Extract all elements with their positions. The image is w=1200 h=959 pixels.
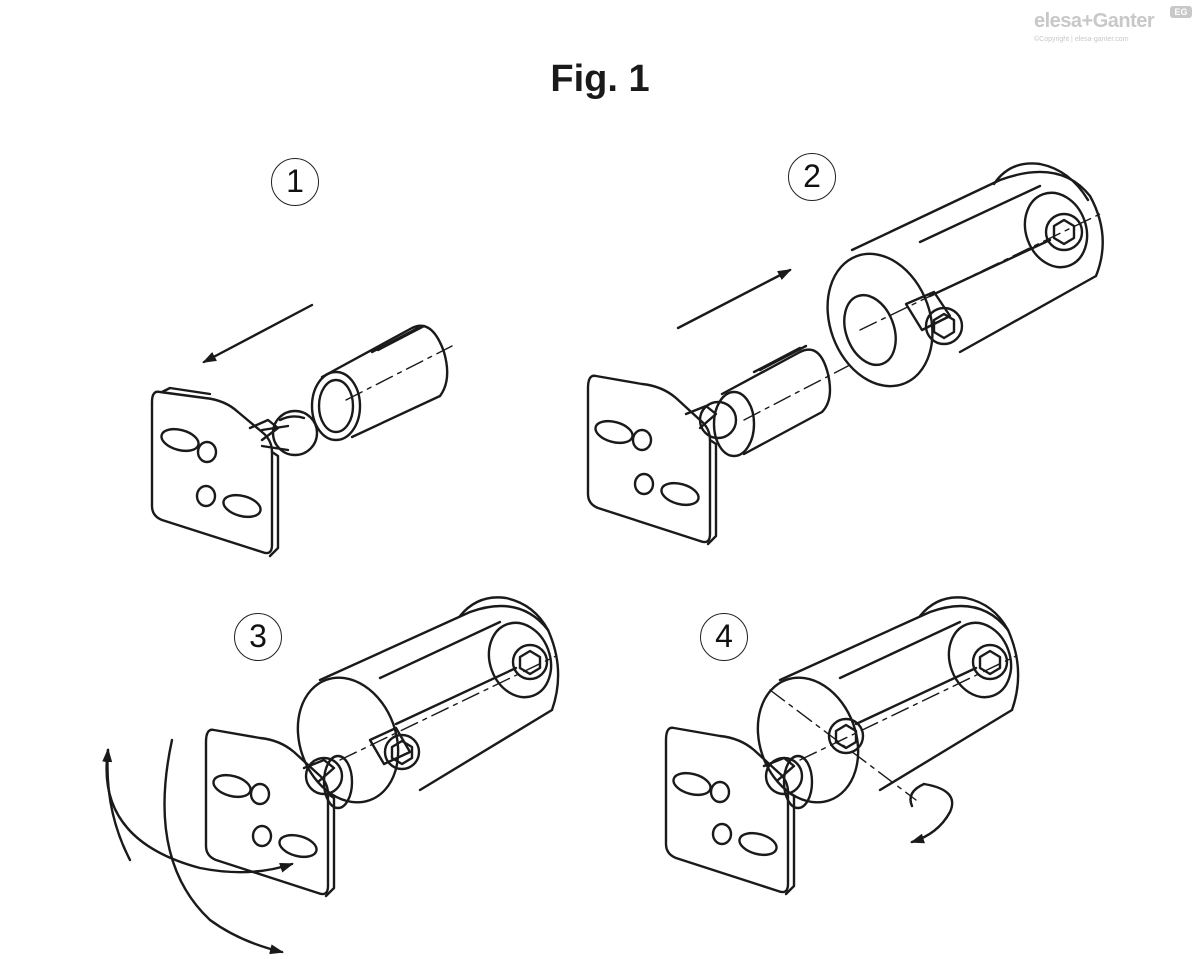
step-label-2: 2 — [788, 153, 836, 201]
clamp-connector-step-4 — [756, 596, 1020, 804]
direction-arrow-step-2 — [676, 268, 792, 330]
mounting-plate-step-1 — [150, 386, 280, 558]
mounting-plate-step-3 — [204, 728, 336, 898]
direction-arrow-step-1 — [202, 303, 314, 364]
step-label-1: 1 — [271, 158, 319, 206]
hex-socket-screw-step-4-top — [971, 643, 1009, 681]
step-2-illustration — [586, 162, 1104, 546]
logo-wordmark: elesa+Ganter — [1034, 10, 1155, 32]
mounting-plate-step-4 — [664, 726, 796, 896]
step-label-4: 4 — [700, 613, 748, 661]
clamp-connector-step-2 — [826, 162, 1104, 388]
split-sleeve-step-1 — [310, 324, 453, 442]
rotation-arrow-step-4 — [909, 782, 954, 844]
step-3-illustration — [102, 596, 560, 955]
step-label-3: 3 — [234, 613, 282, 661]
step-4-illustration — [664, 596, 1020, 896]
brand-logo: elesa+Ganter EG ©Copyright | elesa-gante… — [1034, 6, 1194, 50]
mounting-plate-step-2 — [586, 374, 718, 546]
hex-socket-screw-step-2-front — [904, 290, 964, 346]
hex-socket-screw-step-3-top — [511, 643, 549, 681]
split-sleeve-step-2 — [698, 344, 849, 458]
figure-title: Fig. 1 — [550, 58, 650, 100]
hex-socket-screw-step-2-top — [1044, 212, 1084, 252]
rotation-arrow-step-3 — [102, 738, 294, 955]
clamp-connector-step-3 — [296, 596, 560, 804]
logo-badge-icon: EG — [1170, 6, 1192, 18]
hex-socket-screw-step-3-front — [368, 726, 421, 771]
ball-joint-step-1 — [260, 409, 319, 457]
logo-copyright: ©Copyright | elesa-ganter.com — [1034, 36, 1129, 43]
step-1-illustration — [150, 303, 453, 558]
